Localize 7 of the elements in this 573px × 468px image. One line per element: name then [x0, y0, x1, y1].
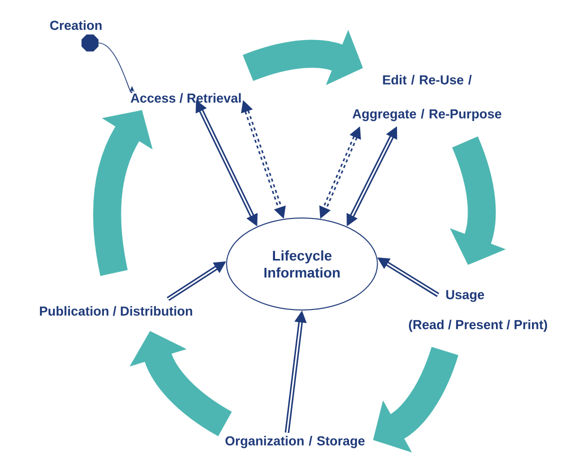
stage-label: Edit / Re-Use / Aggregate / Re-Purpose	[352, 74, 502, 122]
stage-label: Usage (Read / Present / Print)	[408, 290, 548, 332]
stage-label: Access / Retrieval	[130, 93, 241, 103]
start-octagon: Creation	[50, 20, 102, 52]
stage-label: Publication / Distribution	[40, 306, 192, 316]
node-label: Creation	[50, 20, 102, 30]
stage-label: Organization / Storage	[225, 436, 365, 448]
